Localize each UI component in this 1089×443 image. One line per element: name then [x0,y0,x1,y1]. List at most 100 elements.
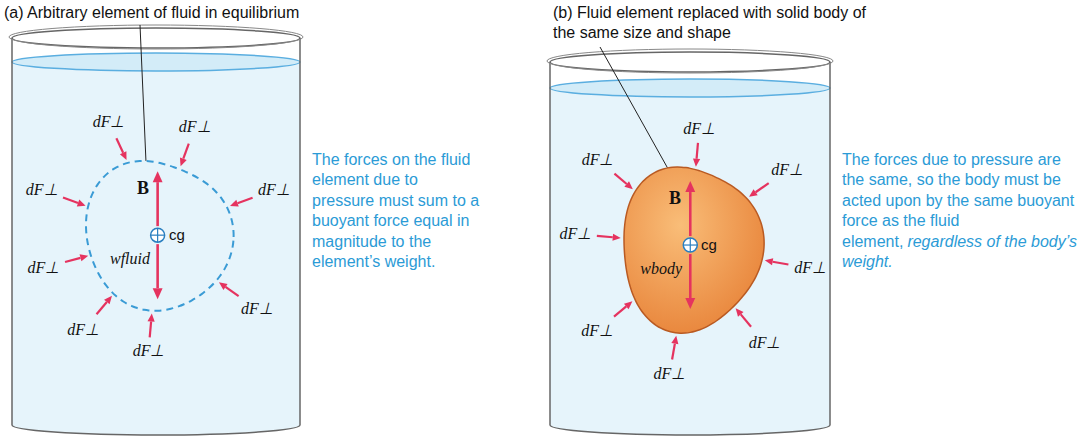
arrow-head [219,282,228,290]
buoyant-force-label: B [669,189,681,207]
arrow-head [612,234,620,241]
arrow-head [153,288,163,299]
fluid-element-outline [86,161,234,311]
pressure-force-arrow [148,314,155,338]
weight-arrow [685,254,695,309]
beaker-b [547,49,833,435]
arrow-head [120,151,127,160]
center-of-gravity-label: cg [701,237,717,252]
water-surface [12,53,300,71]
pressure-force-label: dF⊥ [27,260,61,276]
arrow-head [671,336,678,345]
pressure-force-label: dF⊥ [559,226,593,242]
arrow-head [685,181,695,192]
pressure-force-arrow [614,301,632,316]
pressure-force-label: dF⊥ [66,322,100,338]
arrow-head [685,298,695,309]
arrow-shaft [157,182,160,226]
pressure-force-arrow [597,234,621,241]
pressure-force-label: dF⊥ [682,121,716,137]
water-surface [550,79,830,97]
weight-arrow [153,244,163,299]
beaker-bottom [12,425,300,435]
beaker-lip [547,49,833,73]
buoyant-force-arrow [153,171,163,226]
solid-body: Bcg wbody [620,163,768,337]
pressure-force-label: dF⊥ [240,301,274,317]
arrow-head [230,200,239,207]
panel-title: (b) Fluid element replaced with solid bo… [553,3,871,43]
pressure-force-label: dF⊥ [581,152,615,168]
pressure-force-arrow [230,198,253,207]
arrow-shaft [226,287,239,296]
arrow-shaft [116,138,123,153]
pressure-force-label: dF⊥ [257,182,291,198]
panel-title: (a) Arbitrary element of fluid in equili… [4,3,424,23]
beaker-wall [299,38,301,425]
arrow-shaft [238,198,253,203]
pressure-force-arrow [749,183,769,197]
water-body [550,88,830,435]
explanation-block: The forces due to pressure are the same,… [842,150,1080,273]
pressure-arrows [63,138,788,359]
center-of-gravity-symbol [151,228,165,242]
arrow-shaft [150,322,151,338]
arrow-shaft [773,262,789,265]
arrow-head [104,296,112,304]
fluid-element: Bcgwfluid [82,157,238,315]
leader-line [600,47,668,168]
pressure-force-label: dF⊥ [580,323,614,339]
beaker-rim [12,28,300,48]
beaker-lip [9,25,303,49]
arrow-head [180,157,187,166]
pressure-force-arrow [765,258,789,265]
pressure-force-arrow [671,336,678,360]
arrow-shaft [97,302,107,314]
arrow-head [749,189,758,197]
arrow-shaft [672,344,675,360]
arrow-shaft [63,198,78,203]
arrow-shaft [157,244,160,288]
explanation-text: The forces on the fluid element due to p… [312,150,484,273]
center-of-gravity-label: cg [169,227,185,242]
arrow-head [736,308,744,316]
pressure-force-label: dF⊥ [748,335,782,351]
pressure-force-label: dF⊥ [92,114,126,130]
leader-line [140,25,146,161]
pressure-force-label: dF⊥ [770,162,804,178]
pressure-force-label: dF⊥ [25,182,59,198]
pressure-force-arrow [180,144,189,167]
arrow-shaft [689,192,692,236]
arrow-shaft [756,183,769,192]
arrow-shaft [741,314,751,326]
center-of-gravity-symbol [683,238,697,252]
beaker-wall [11,38,13,425]
arrow-head [624,301,632,309]
pressure-force-arrow [97,296,112,314]
buoyant-force-arrow [685,181,695,236]
arrow-head [80,254,89,261]
leader-lines [140,25,668,168]
arrow-head [624,181,632,189]
arrow-shaft [689,254,692,298]
beaker-rim [550,52,830,72]
arrow-shaft [697,143,698,159]
weight-label: wbody [640,261,682,277]
pressure-force-label: dF⊥ [178,119,212,135]
pressure-force-arrow [693,143,700,167]
arrow-shaft [614,174,626,184]
arrow-shaft [597,236,613,237]
beaker-wall [829,62,831,425]
weight-label: wfluid [110,251,150,267]
pressure-force-arrow [736,308,751,326]
arrow-shaft [183,144,188,159]
pressure-force-arrow [116,138,126,160]
node-outline [82,157,238,315]
node-outline [620,163,768,337]
pressure-force-arrow [614,174,632,189]
pressure-force-label: dF⊥ [793,260,827,276]
arrow-head [148,314,155,322]
arrow-head [693,158,700,166]
